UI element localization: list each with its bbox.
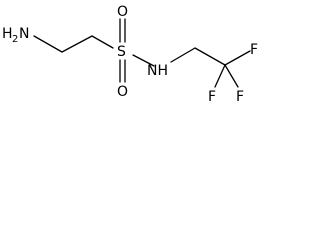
fluorine-right-label: F	[250, 42, 258, 58]
amine-label-h: H	[2, 26, 13, 42]
sulfur-label: S	[117, 44, 126, 60]
amine-label-subscript: 2	[12, 34, 18, 45]
bond-n-c3	[170, 47, 196, 63]
oxygen-bottom-label: O	[117, 84, 128, 100]
bond-c4-f-right	[224, 50, 251, 66]
bond-c4-f-bottom-right	[224, 64, 239, 88]
structure-canvas: H 2 N S O O NH F F F	[0, 0, 272, 106]
bond-c3-c4	[194, 47, 226, 66]
bond-n-c1	[33, 35, 63, 53]
bond-c1-c2	[61, 35, 93, 53]
amide-nh-label: NH	[147, 63, 168, 79]
fluorine-bottom-right-label: F	[236, 89, 244, 105]
bond-c4-f-bottom-left	[214, 64, 226, 88]
molecule-diagram: H 2 N S O O NH F F F	[2, 4, 258, 105]
bond-c2-s	[91, 35, 114, 49]
oxygen-top-label: O	[117, 4, 128, 20]
fluorine-bottom-left-label: F	[208, 89, 216, 105]
bond-s-n	[132, 54, 155, 67]
amine-label-n: N	[19, 26, 29, 42]
